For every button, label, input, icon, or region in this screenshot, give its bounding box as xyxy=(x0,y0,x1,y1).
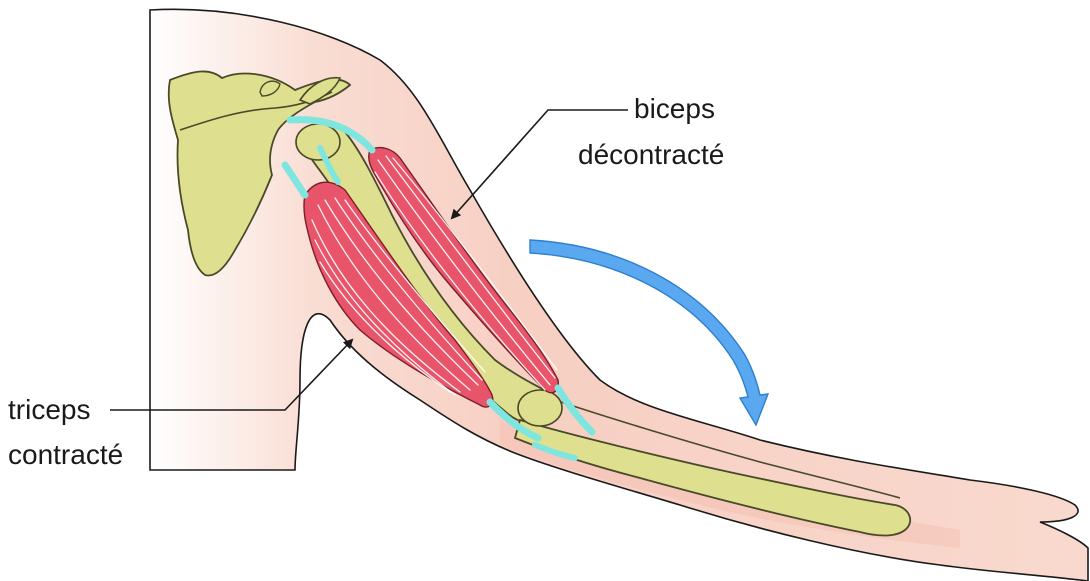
elbow-joint xyxy=(518,390,562,426)
triceps-label-line2: contracté xyxy=(8,438,123,472)
triceps-label-line1: triceps xyxy=(8,393,90,427)
biceps-label-line2: décontracté xyxy=(578,138,724,172)
biceps-label-line1: biceps xyxy=(634,92,715,126)
humerus-head xyxy=(296,124,340,160)
